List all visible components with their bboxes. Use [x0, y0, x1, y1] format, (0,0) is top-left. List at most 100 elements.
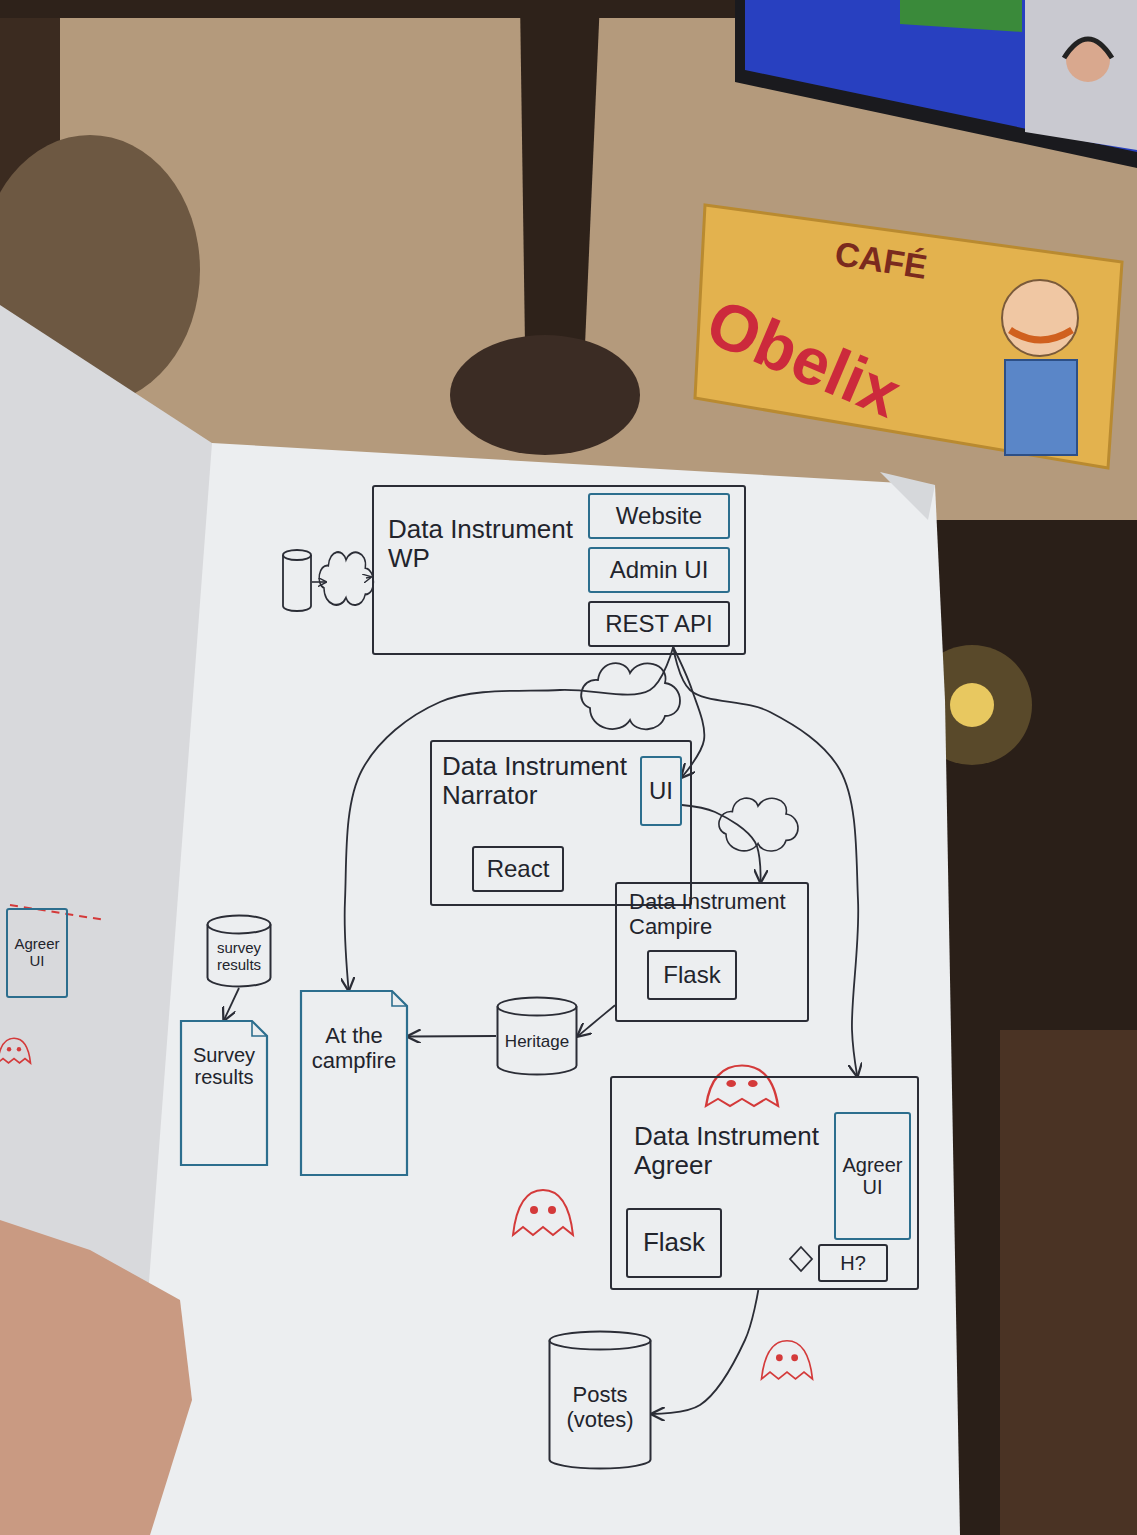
component-box: Agreer UI [834, 1112, 911, 1240]
ghost-eye [530, 1206, 538, 1214]
ghost-body [513, 1190, 573, 1235]
document-fold [392, 991, 407, 1006]
database-cylinder: Heritage [496, 996, 578, 1076]
node-label: Data Instrument Narrator [442, 752, 637, 810]
obelix-trousers [1005, 360, 1077, 455]
component-box: REST API [588, 601, 730, 647]
database-body [283, 555, 311, 611]
network-cloud [581, 663, 680, 729]
sign-text: Obelix [698, 288, 910, 428]
cylinder-top [208, 916, 271, 934]
ghost-doodle [762, 1341, 813, 1379]
component-box: Flask [647, 950, 737, 1000]
document-outline [180, 1020, 268, 1166]
cloud-outline [581, 663, 680, 729]
node-label: Posts (votes) [554, 1383, 646, 1432]
database-cylinder: survey results [206, 914, 272, 988]
wooden-beam [520, 0, 600, 345]
ghost-eye [776, 1354, 783, 1361]
connector-arrow [682, 805, 761, 882]
lamp [950, 683, 994, 727]
component-box: Admin UI [588, 547, 730, 593]
tv-screen [745, 0, 1137, 152]
node-label: Data Instrument WP [388, 515, 578, 573]
node-label: Flask [643, 1228, 705, 1257]
document-fold [252, 1021, 267, 1036]
network-cloud [319, 552, 373, 605]
connector-arrow [673, 647, 858, 1076]
ghost-body [706, 1066, 778, 1107]
system-box: Data Instrument AgreerFlaskAgreer UIH? [610, 1076, 919, 1290]
node-label: Agreer UI [14, 936, 60, 970]
component-box: Website [588, 493, 730, 539]
cylinder-body [498, 1007, 577, 1075]
tv-presenter [1025, 0, 1137, 150]
connector-arrow [224, 988, 239, 1020]
headset [1064, 39, 1112, 58]
table [1000, 1030, 1137, 1535]
decision-diamond [790, 1247, 812, 1271]
cafe-sign [695, 205, 1122, 468]
node-label: Flask [663, 962, 720, 989]
holding-thumb [0, 1220, 192, 1535]
document-outline [300, 990, 408, 1176]
connector-arrow [652, 1290, 758, 1414]
cylinder-body [550, 1341, 651, 1469]
node-label: Admin UI [610, 557, 709, 584]
ghost-body [762, 1341, 813, 1379]
network-cloud [719, 798, 798, 851]
system-box: Data Instrument CampireFlask [615, 882, 809, 1022]
cylinder-top [550, 1332, 651, 1350]
ghost-eye [548, 1206, 556, 1214]
ghost-doodle [513, 1190, 573, 1235]
database-cylinder: Posts (votes) [548, 1330, 652, 1470]
node-label: Heritage [505, 1032, 569, 1051]
tv-pitch [900, 0, 1022, 32]
node-label: Agreer UI [842, 1154, 903, 1199]
node-label: React [487, 856, 550, 883]
ghost-eye [7, 1047, 11, 1051]
ghost-eye [17, 1047, 21, 1051]
cloud-outline [319, 552, 373, 605]
ghost-eye [748, 1080, 758, 1087]
ghost-eye [726, 1080, 736, 1087]
node-label: Website [616, 503, 702, 530]
link-arrow [366, 577, 371, 578]
node-label: Survey results [186, 1044, 262, 1089]
connector-arrow [408, 1035, 496, 1037]
connector-arrow [578, 1005, 615, 1036]
obelix-moustache [1010, 330, 1072, 340]
ghost-doodle [0, 1038, 30, 1063]
database-top [283, 550, 311, 560]
cloud-outline [719, 798, 798, 851]
component-box: H? [818, 1244, 888, 1282]
ghost-body [0, 1038, 30, 1063]
component-box: Agreer UI [6, 908, 68, 998]
page-dog-ear [880, 472, 935, 520]
cylinder-body [208, 925, 271, 987]
component-box: React [472, 846, 564, 892]
node-label: H? [840, 1252, 866, 1274]
ghost-doodle [706, 1066, 778, 1107]
node-label: UI [649, 778, 673, 805]
tv-frame [735, 0, 1137, 168]
node-label: survey results [212, 940, 266, 974]
document-body [181, 1021, 267, 1165]
ghost-eye [791, 1354, 798, 1361]
component-box: UI [640, 756, 682, 826]
document-shape: Survey results [180, 1020, 268, 1166]
node-label: At the campfire [306, 1024, 402, 1073]
sign-text: CAFÉ [833, 236, 930, 284]
cylinder-top [498, 998, 577, 1016]
person-head [450, 335, 640, 455]
link-arrow [312, 581, 326, 583]
node-label: Data Instrument Campire [629, 890, 807, 939]
component-box: Flask [626, 1208, 722, 1278]
connector-arrow [345, 647, 673, 990]
obelix-head [1002, 280, 1078, 356]
system-box: Data Instrument WP WebsiteAdmin UI REST AP… [372, 485, 746, 655]
document-shape: At the campfire [300, 990, 408, 1176]
right-page [130, 443, 960, 1535]
node-label: REST API [605, 611, 713, 638]
